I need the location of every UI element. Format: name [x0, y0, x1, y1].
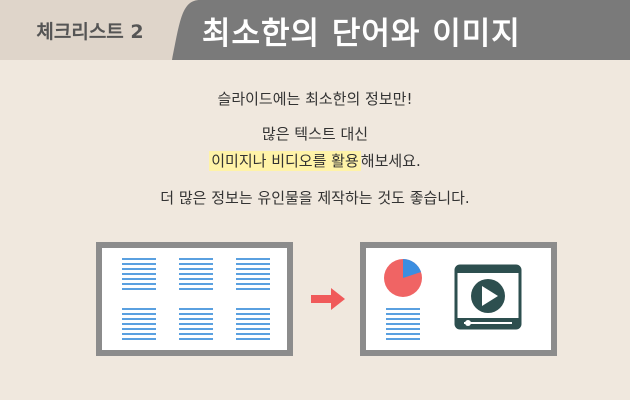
text-block: [386, 308, 420, 343]
text-block: [179, 258, 213, 293]
text-block: [236, 258, 270, 293]
page-title: 최소한의 단어와 이미지: [202, 15, 521, 52]
text-block: [179, 308, 213, 343]
text-block: [122, 258, 156, 293]
text-block: [236, 308, 270, 343]
text-line-3-rest: 해보세요.: [360, 152, 421, 170]
text-block: [122, 308, 156, 343]
video-player-icon: [454, 264, 522, 330]
header-bar: [0, 0, 630, 60]
checklist-tag: 체크리스트 2: [36, 20, 144, 43]
intro-line: 슬라이드에는 최소한의 정보만!: [217, 90, 413, 108]
pie-chart-icon: [384, 259, 422, 297]
header-background: [0, 0, 630, 60]
highlight-text: 이미지나 비디오를 활용: [209, 151, 361, 171]
visual-slide: [360, 242, 557, 356]
text-heavy-slide: [96, 242, 293, 356]
text-line-4: 더 많은 정보는 유인물을 제작하는 것도 좋습니다.: [160, 189, 470, 207]
text-line-2: 많은 텍스트 대신: [261, 125, 369, 143]
right-arrow-icon: [311, 288, 345, 310]
